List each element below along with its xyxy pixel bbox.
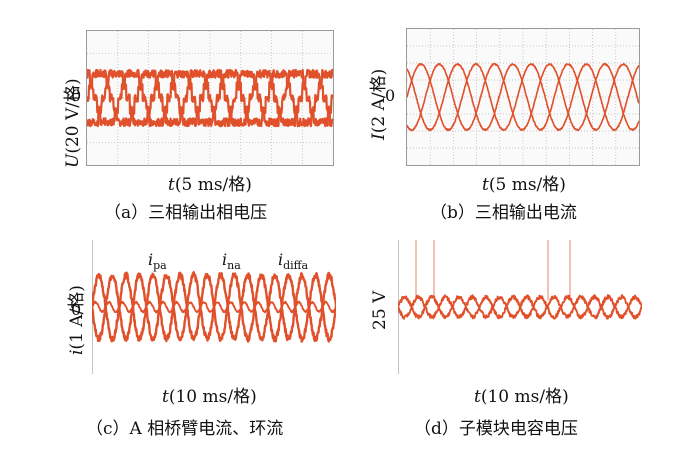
x-axis-label-a: t(5 ms/格) — [168, 175, 252, 195]
y-axis-label-c: i(1 A/格) — [67, 285, 87, 355]
y-axis-label-d: 25 V — [370, 290, 390, 330]
voltage-trace-3 — [87, 68, 333, 128]
plot-area-d — [398, 240, 642, 374]
capacitor-trace-2 — [398, 294, 642, 320]
x-axis-label-d: t(10 ms/格) — [474, 387, 569, 407]
trace-idiffa — [92, 300, 336, 314]
plot-area-c — [92, 240, 336, 374]
x-axis-label-b: t(5 ms/格) — [482, 175, 566, 195]
chart-b-grid — [407, 29, 639, 165]
caption-c: （c）A 相桥臂电流、环流 — [86, 419, 284, 439]
caption-d: （d）子模块电容电压 — [414, 419, 578, 439]
caption-b: （b）三相输出电流 — [430, 203, 577, 223]
annotation-ina: ina — [222, 250, 241, 273]
chart-d-svg — [398, 240, 642, 374]
plot-area-b — [406, 28, 640, 166]
current-trace-3 — [407, 62, 639, 132]
voltage-trace-2 — [87, 68, 333, 128]
plot-area-a — [86, 30, 334, 166]
chart-b-svg — [407, 29, 639, 165]
current-trace-1 — [407, 62, 639, 132]
x-axis-label-c: t(10 ms/格) — [162, 387, 257, 407]
voltage-trace-1 — [87, 68, 333, 128]
y-tick-zero-a: 0 — [71, 86, 82, 105]
chart-c-svg — [92, 240, 336, 374]
chart-a-svg — [87, 31, 333, 165]
current-trace-2 — [407, 62, 639, 132]
caption-a: （a）三相输出相电压 — [104, 203, 268, 223]
annotation-ipa: ipa — [148, 250, 167, 273]
y-tick-zero-c: 0 — [71, 300, 82, 319]
annotation-idiffa: idiffa — [278, 250, 309, 273]
y-tick-zero-b: 0 — [385, 86, 396, 105]
